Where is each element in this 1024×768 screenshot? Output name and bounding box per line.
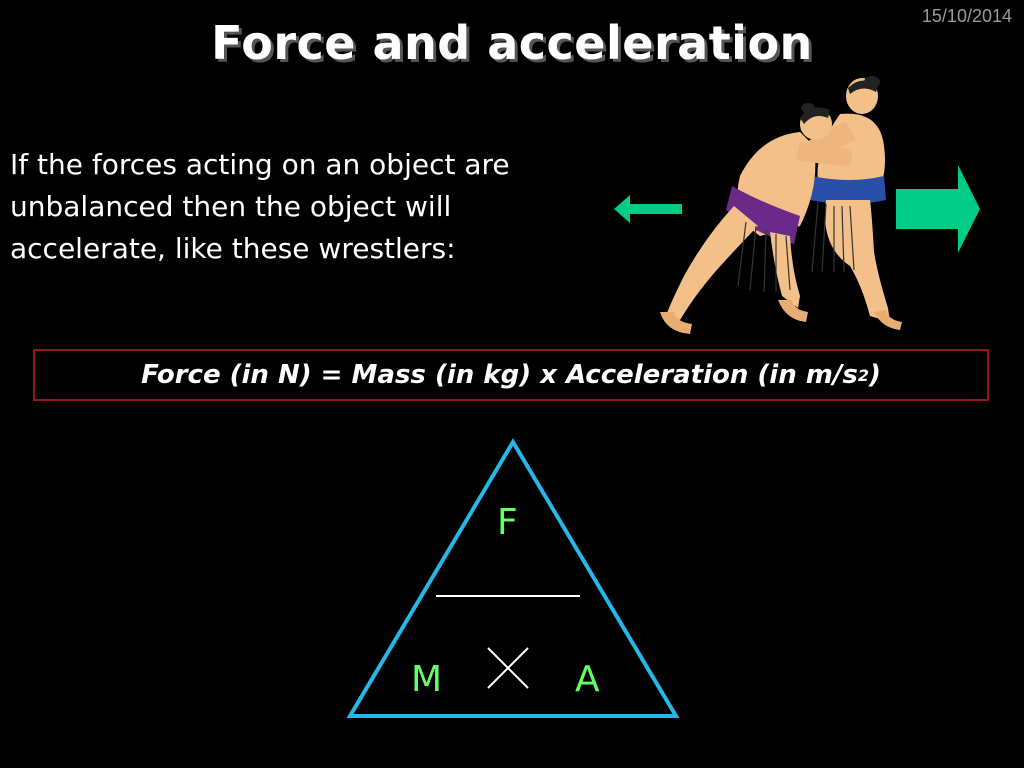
slide-date: 15/10/2014 — [921, 6, 1012, 26]
formula-closing-paren: ) — [868, 360, 881, 390]
formula-text: Force (in N) = Mass (in kg) x Accelerati… — [141, 360, 858, 390]
right-arrow-icon — [896, 165, 980, 253]
formula-superscript: 2 — [857, 365, 869, 385]
slide-title: Force and acceleration — [211, 16, 813, 70]
formula-triangle — [346, 438, 680, 718]
triangle-outline — [346, 438, 680, 718]
left-arrow-icon — [614, 195, 682, 223]
body-text: If the forces acting on an object are un… — [10, 148, 510, 265]
multiply-sign-line-2 — [487, 647, 529, 689]
triangle-letter-force: F — [497, 502, 518, 543]
formula-box: Force (in N) = Mass (in kg) x Accelerati… — [33, 349, 989, 401]
triangle-letter-acceleration: A — [575, 659, 600, 700]
triangle-letter-mass: M — [411, 659, 443, 700]
sumo-wrestlers-illustration — [660, 76, 902, 334]
